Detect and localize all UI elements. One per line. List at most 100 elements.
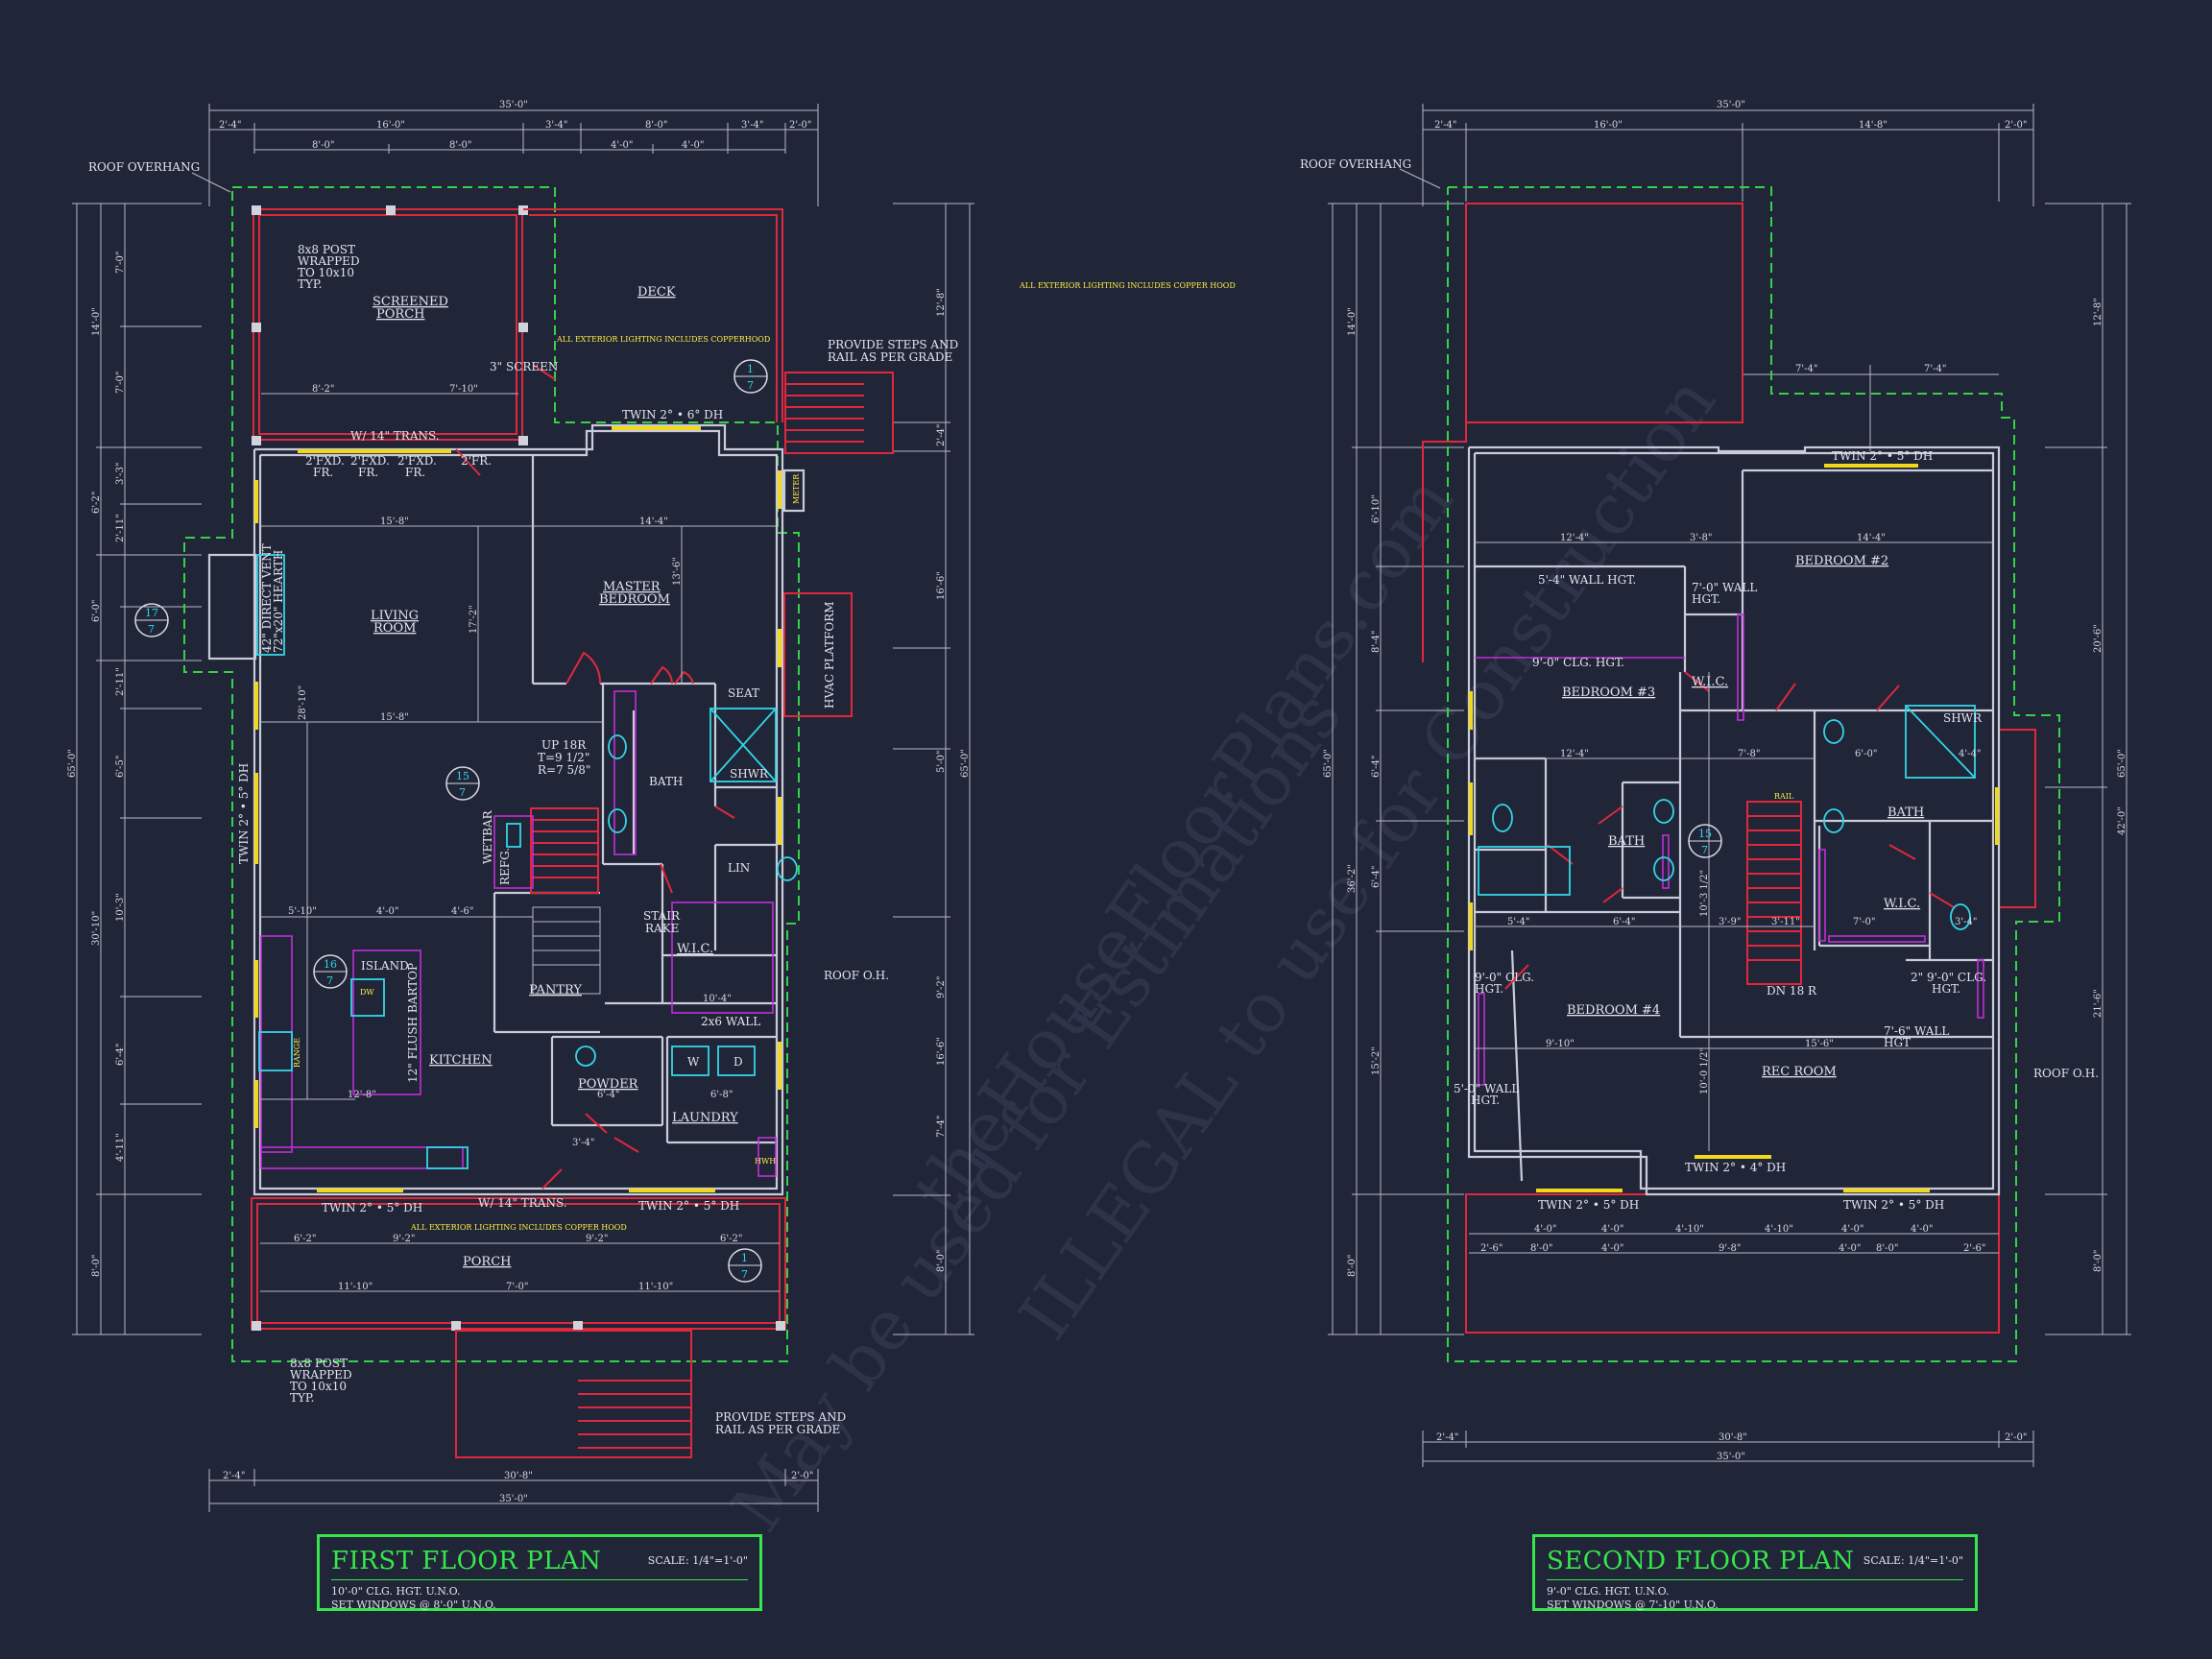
first-dim-interior: 6'-8" — [710, 1090, 733, 1100]
note-post: 8x8 POST — [298, 243, 355, 256]
room-label-powder: POWDER — [578, 1077, 639, 1092]
second-dim-right-seg: 21'-6" — [2093, 989, 2104, 1018]
second-dim-interior: 4'-4" — [1959, 749, 1981, 759]
room-label-living-room: ROOM — [373, 621, 416, 636]
first-dim-left-seg: 8'-0" — [91, 1255, 102, 1277]
room-label-screened-porch: SCREENED — [373, 295, 448, 309]
post — [518, 436, 528, 445]
second-dim-bottom-row: 2'-6" — [1480, 1243, 1503, 1254]
second-dim-interior: 3'-9" — [1719, 917, 1741, 927]
first-exterior-wall — [252, 423, 784, 1196]
first-dim-overall-top: 35'-0" — [499, 100, 528, 110]
second-room-labels: BEDROOM #2 BEDROOM #3 BEDROOM #4 REC ROO… — [1562, 554, 1983, 1079]
callout-number: 15 — [456, 770, 469, 782]
room-label-bedroom-2: BEDROOM #2 — [1795, 554, 1888, 568]
first-interior-dims: 15'-8" 14'-4" 15'-8" 28'-10" 17'-2" 13'-… — [260, 384, 780, 1292]
section-callout: 15 7 — [445, 766, 480, 801]
first-dim-left-seg: 14'-0" — [91, 307, 102, 336]
note-hearth: 42" DIRECT VENT — [260, 543, 274, 653]
first-dim-left-sub: 2'-11" — [115, 514, 126, 542]
second-dim-bottom-row: 4'-10" — [1675, 1224, 1704, 1235]
first-dim-interior: 7'-10" — [449, 384, 478, 395]
meter-box — [782, 469, 805, 513]
note-fixed: 2'FR. — [461, 454, 492, 468]
note-wall-height: 5'-0" WALL — [1454, 1082, 1519, 1095]
note-stair: DN 18 R — [1767, 984, 1817, 998]
first-dim-interior: 11'-10" — [638, 1282, 673, 1292]
second-dim-interior: 3'-8" — [1690, 533, 1712, 543]
note-post: TYP. — [290, 1391, 314, 1405]
note-ceiling: 9'-0" CLG. — [1475, 971, 1534, 984]
post — [252, 323, 261, 332]
second-dim-left-seg: 14'-0" — [1347, 307, 1358, 336]
note-steps: RAIL AS PER GRADE — [828, 350, 952, 364]
note-lighting: ALL EXTERIOR LIGHTING INCLUDES COPPER HO… — [410, 1223, 627, 1232]
second-dim-bottom-mid: 4'-0" — [1601, 1224, 1623, 1235]
room-label-lin: LIN — [728, 861, 750, 875]
first-stairs — [530, 807, 601, 995]
first-top-dimensions: 35'-0" 2'-4" 16'-0" 3'-4" 8'-0" 3'-4" 2'… — [208, 100, 819, 206]
first-dim-interior: 15'-8" — [380, 712, 409, 723]
first-dim-interior: 28'-10" — [298, 685, 308, 720]
first-dim-interior: 11'-10" — [338, 1282, 373, 1292]
second-floor-title: SECOND FLOOR PLAN — [1547, 1547, 1855, 1575]
second-interior-walls — [1475, 469, 1993, 1182]
note-hearth: 72"x20" HEARTH — [272, 550, 285, 653]
room-label-laundry: LAUNDRY — [672, 1111, 738, 1125]
second-dim-overall-top: 35'-0" — [1717, 100, 1745, 110]
second-floor-title-block: SECOND FLOOR PLAN SCALE: 1/4"=1'-0" 9'-0… — [1532, 1534, 1978, 1611]
note-stair-rake: RAKE — [645, 922, 679, 935]
first-dim-interior: 5'-10" — [288, 906, 317, 917]
second-dim-right-seg: 42'-0" — [2117, 806, 2128, 835]
room-label-island: ISLAND — [361, 959, 409, 973]
room-label-bath: BATH — [1887, 805, 1924, 820]
first-dim-right-seg: 9'-2" — [936, 976, 947, 998]
first-dim-left-sub: 7'-0" — [115, 372, 126, 394]
first-doors — [455, 364, 735, 1190]
note-window-twin: TWIN 2° • 5° DH — [1843, 1198, 1944, 1212]
note-refg: REFG. — [498, 848, 512, 885]
first-dim-left-sub: 4'-11" — [115, 1133, 126, 1162]
second-dim-interior: 5'-4" — [1507, 917, 1529, 927]
note-post: WRAPPED — [290, 1368, 352, 1382]
first-floor-title: FIRST FLOOR PLAN — [331, 1547, 602, 1575]
callout-number: 1 — [747, 363, 754, 375]
first-bottom-dimensions: 2'-4" 30'-8" 2'-0" 35'-0" — [208, 1469, 819, 1512]
first-dim-top-seg: 16'-0" — [376, 120, 405, 131]
note-lighting: ALL EXTERIOR LIGHTING INCLUDES COPPER HO… — [1019, 281, 1236, 290]
first-floor-title-block: FIRST FLOOR PLAN SCALE: 1/4"=1'-0" 10'-0… — [317, 1534, 762, 1611]
first-fixtures — [258, 708, 798, 1169]
note-fixed: FR. — [405, 466, 425, 479]
second-dim-left-seg: 6'-10" — [1371, 494, 1382, 523]
first-dim-left-sub: 6'-4" — [115, 1044, 126, 1066]
second-dim-depth-right: 65'-0" — [2117, 749, 2128, 778]
first-interior-walls — [493, 455, 777, 1144]
room-label-shwr: SHWR — [730, 767, 769, 781]
note-window-twin: TWIN 2° • 5° DH — [638, 1199, 739, 1213]
second-dim-top-seg: 16'-0" — [1594, 120, 1623, 131]
second-dim-interior: 7'-8" — [1738, 749, 1760, 759]
first-dim-top-seg: 3'-4" — [545, 120, 567, 131]
second-interior-dims: 12'-4" 3'-8" 14'-4" 12'-4" 7'-8" 6'-0" 4… — [1475, 533, 1993, 1151]
room-label-bath: BATH — [1608, 834, 1645, 849]
second-dim-upper: 7'-4" — [1795, 364, 1817, 374]
second-dim-bottom-seg: 2'-0" — [2005, 1432, 2027, 1443]
room-label-seat: SEAT — [728, 686, 759, 700]
callout-sheet: 7 — [326, 974, 333, 987]
first-dim-left-sub: 10'-3" — [115, 893, 126, 922]
first-dim-interior: 7'-0" — [506, 1282, 528, 1292]
first-notes: ROOF OVERHANG 8x8 POST WRAPPED TO 10x10 … — [88, 160, 1236, 1436]
title-rule — [331, 1579, 748, 1580]
second-dim-interior: 15'-6" — [1805, 1039, 1834, 1049]
note-wall-height: HGT — [1884, 1036, 1911, 1049]
first-dim-interior: 4'-6" — [451, 906, 473, 917]
first-dim-interior: 3'-4" — [572, 1138, 594, 1148]
second-dim-interior: 3'-4" — [1955, 917, 1977, 927]
second-dim-bottom-seg: 30'-8" — [1719, 1432, 1747, 1443]
room-label-shwr: SHWR — [1943, 711, 1983, 725]
note-ceiling: 9'-0" CLG. HGT. — [1532, 656, 1624, 669]
note-washer: W — [687, 1055, 700, 1069]
note-meter: METER — [792, 473, 801, 504]
note-dw: DW — [360, 988, 374, 997]
